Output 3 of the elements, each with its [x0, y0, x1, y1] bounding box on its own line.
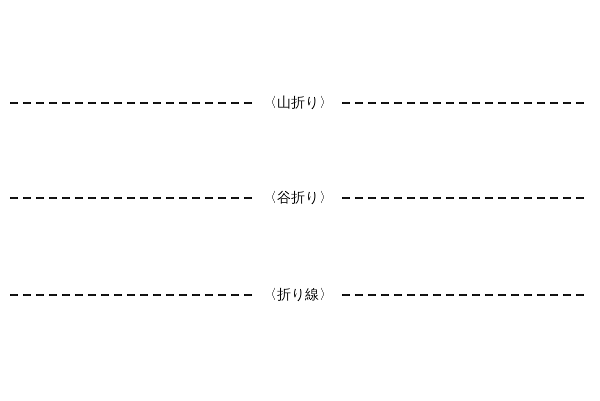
fold-label: 〈山折り〉	[262, 94, 334, 113]
fold-label: 〈折り線〉	[262, 286, 334, 305]
fold-label: 〈谷折り〉	[262, 189, 334, 208]
